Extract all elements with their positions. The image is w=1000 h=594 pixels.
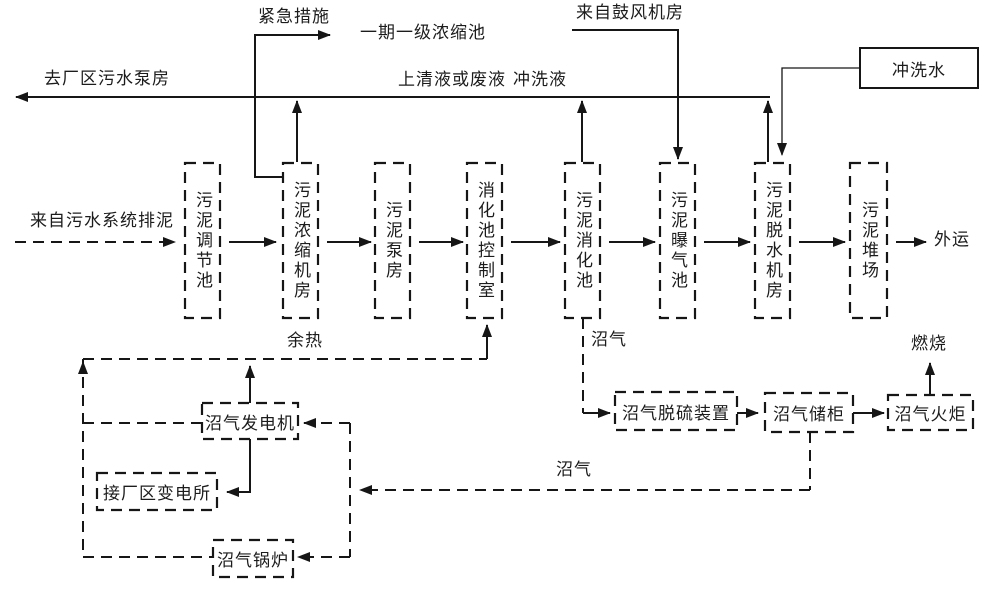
- box-biogas-generator: 沼气发电机: [205, 413, 295, 433]
- line-blower-air: [572, 29, 683, 160]
- line-generator-substation: [226, 439, 251, 497]
- label-sludge-input: 来自污水系统排泥: [30, 211, 174, 230]
- box-label: 污泥调节池: [193, 190, 212, 291]
- outline-sludge-digester: [563, 161, 602, 320]
- box-digester-control-room: 消化池控制室: [467, 163, 502, 318]
- outline-sludge-aeration-tank: [658, 161, 697, 320]
- box-plant-substation: 接厂区变电所: [103, 484, 211, 503]
- solid-connectors: [15, 29, 935, 497]
- box-sludge-thickening-room: 污泥浓缩机房: [283, 163, 318, 318]
- box-label: 污泥浓缩机房: [291, 180, 310, 301]
- label-outward-transport: 外运: [934, 230, 970, 249]
- box-label: 污泥曝气池: [668, 190, 687, 291]
- label-from-blower-room: 来自鼓风机房: [576, 3, 684, 22]
- outline-plant-substation: [95, 471, 219, 512]
- box-biogas-storage-tank: 沼气储柜: [773, 405, 845, 424]
- line-flushing-water: [777, 67, 860, 156]
- label-supernatant-or-waste: 上清液或废液: [398, 70, 506, 89]
- outline-sludge-pump-room: [373, 161, 412, 320]
- outline-biogas-storage-tank: [763, 391, 855, 434]
- dashed-box-outlines: [95, 161, 975, 579]
- outline-biogas-desulfurizer: [613, 390, 739, 432]
- label-waste-heat: 余热: [287, 331, 323, 350]
- outline-biogas-boiler: [211, 538, 295, 579]
- outline-biogas-flare: [886, 393, 975, 432]
- outline-biogas-generator: [200, 401, 300, 441]
- label-phase1-primary-thickener: 一期一级浓缩池: [360, 23, 486, 42]
- outline-sludge-dewatering-room: [753, 161, 792, 320]
- box-sludge-yard: 污泥堆场: [850, 163, 887, 318]
- box-label: 污泥堆场: [859, 200, 878, 281]
- box-label: 污泥泵房: [383, 200, 402, 281]
- box-sludge-conditioning-tank: 污泥调节池: [185, 163, 220, 318]
- label-biogas-upper: 沼气: [591, 330, 627, 349]
- outline-sludge-conditioning-tank: [183, 161, 222, 320]
- box-sludge-dewatering-room: 污泥脱水机房: [755, 163, 790, 318]
- box-biogas-boiler: 沼气锅炉: [217, 551, 289, 570]
- box-biogas-desulfurizer: 沼气脱硫装置: [622, 403, 730, 423]
- label-to-plant-sewage-pump-station: 去厂区污水泵房: [44, 69, 170, 88]
- label-biogas-lower: 沼气: [556, 460, 592, 479]
- line-branch-to-thickening: [254, 97, 284, 178]
- outline-sludge-thickening-room: [281, 161, 320, 320]
- box-label: 污泥消化池: [573, 190, 592, 291]
- box-label: 污泥脱水机房: [763, 180, 782, 301]
- box-sludge-pump-room: 污泥泵房: [375, 163, 410, 318]
- outline-digester-control-room: [465, 161, 504, 320]
- label-emergency-measures: 紧急措施: [258, 7, 330, 26]
- label-combustion: 燃烧: [911, 334, 947, 353]
- box-flushing-water: 冲洗水: [892, 60, 946, 80]
- label-flushing-liquid: 冲洗液: [513, 70, 567, 89]
- outline-sludge-yard: [848, 161, 889, 320]
- box-sludge-aeration-tank: 污泥曝气池: [660, 163, 695, 318]
- dashed-connectors: [15, 237, 811, 562]
- line-emergency-branch: [254, 30, 331, 97]
- outline-flushing-water-box: [859, 47, 979, 89]
- box-label: 消化池控制室: [475, 180, 494, 301]
- box-biogas-flare: 沼气火炬: [894, 405, 967, 424]
- box-sludge-digester: 污泥消化池: [565, 163, 600, 318]
